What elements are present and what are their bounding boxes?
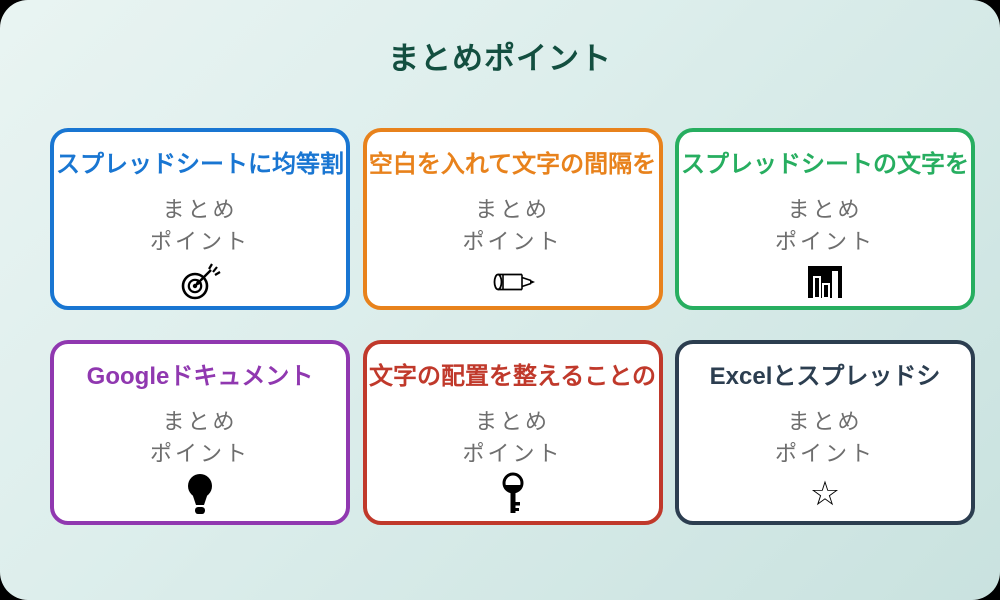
card-excel-vs-spreadsheet[interactable]: Excelとスプレッドシ まとめ ポイント ☆	[675, 340, 975, 525]
star-icon: ☆	[809, 475, 841, 513]
card-subtitle: まとめ ポイント	[149, 197, 250, 254]
key-icon	[498, 472, 528, 514]
card-subtitle: まとめ ポイント	[462, 197, 563, 254]
lightbulb-icon	[183, 474, 217, 514]
pencil-icon	[490, 262, 536, 302]
card-title: Googleドキュメント	[86, 363, 314, 390]
card-letter-spacing-with-spaces[interactable]: 空白を入れて文字の間隔を まとめ ポイント	[362, 128, 663, 310]
card-subtitle: まとめ ポイント	[774, 409, 875, 466]
card-subtitle: まとめ ポイント	[774, 197, 875, 254]
card-title: 空白を入れて文字の間隔を	[368, 151, 657, 178]
card-title: 文字の配置を整えることの	[368, 363, 657, 390]
card-text-alignment[interactable]: 文字の配置を整えることの まとめ ポイント	[362, 340, 663, 525]
card-grid: スプレッドシートに均等割 まとめ ポイント	[50, 128, 975, 525]
page-title: まとめポイント	[388, 41, 612, 76]
card-google-docs[interactable]: Googleドキュメント まとめ ポイント	[50, 340, 350, 525]
card-spreadsheet-text[interactable]: スプレッドシートの文字を まとめ ポイント	[675, 128, 975, 310]
card-title: スプレッドシートに均等割	[56, 151, 344, 178]
target-arrow-icon	[178, 262, 222, 302]
card-spreadsheet-equal-split[interactable]: スプレッドシートに均等割 まとめ ポイント	[50, 128, 350, 310]
card-title: スプレッドシートの文字を	[681, 151, 969, 178]
card-subtitle: まとめ ポイント	[149, 409, 250, 466]
card-subtitle: まとめ ポイント	[462, 409, 563, 466]
bar-chart-icon	[806, 262, 844, 302]
card-title: Excelとスプレッドシ	[709, 363, 941, 390]
